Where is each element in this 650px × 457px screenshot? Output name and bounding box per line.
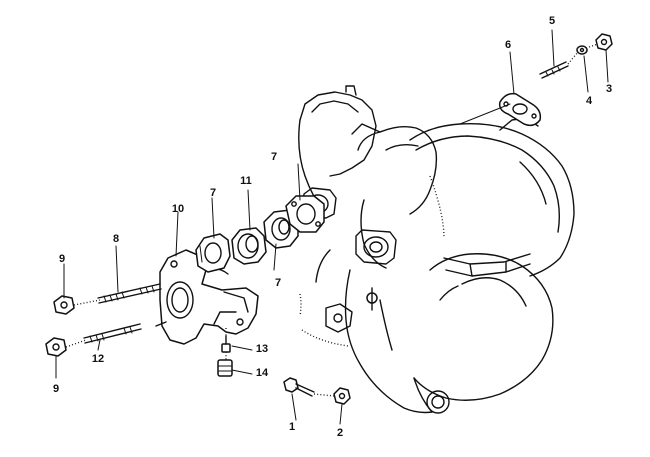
callout-2: 2 bbox=[337, 427, 343, 439]
callout-11: 11 bbox=[240, 175, 252, 187]
plug-14 bbox=[217, 359, 233, 377]
callout-5: 5 bbox=[549, 15, 555, 27]
callout-12: 12 bbox=[92, 353, 104, 365]
stud-5 bbox=[539, 61, 569, 79]
nut-9-upper bbox=[53, 295, 75, 315]
screw-1 bbox=[283, 377, 315, 397]
stud-12 bbox=[83, 323, 142, 344]
callout-7-top: 7 bbox=[271, 151, 277, 163]
callout-7-bottom: 7 bbox=[275, 277, 281, 289]
spacer-ring bbox=[231, 227, 267, 265]
callout-8: 8 bbox=[113, 233, 119, 245]
washer-4 bbox=[576, 45, 588, 55]
plate-6 bbox=[498, 92, 542, 127]
nut-2 bbox=[333, 387, 351, 405]
leader-lines bbox=[55, 29, 609, 425]
callout-14: 14 bbox=[256, 367, 269, 379]
callout-1: 1 bbox=[289, 421, 295, 433]
callout-labels: 1 2 3 4 5 6 7 7 7 8 9 9 10 11 12 13 14 bbox=[53, 15, 612, 439]
callout-7-left: 7 bbox=[210, 187, 216, 199]
callout-10: 10 bbox=[172, 203, 184, 215]
manifold-gasket-near bbox=[195, 233, 231, 273]
callout-13: 13 bbox=[256, 343, 268, 355]
manifold-gasket-far bbox=[285, 195, 325, 233]
engine-block bbox=[298, 85, 575, 414]
callout-9-lower: 9 bbox=[53, 383, 59, 395]
callout-9-upper: 9 bbox=[59, 253, 65, 265]
callout-3: 3 bbox=[606, 83, 612, 95]
callout-4: 4 bbox=[586, 95, 593, 107]
fitting-13 bbox=[221, 335, 231, 353]
nut-9-lower bbox=[45, 337, 67, 357]
stud-8 bbox=[97, 283, 162, 304]
callout-6: 6 bbox=[505, 39, 511, 51]
nut-3 bbox=[595, 33, 613, 51]
